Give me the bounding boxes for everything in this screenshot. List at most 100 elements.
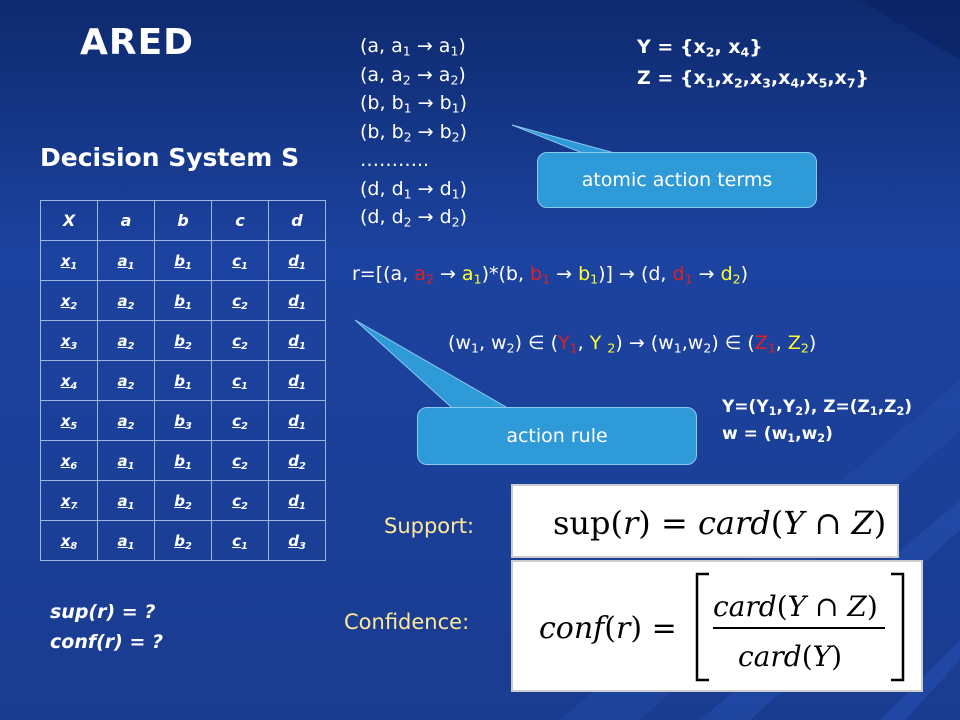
table-cell: a2 bbox=[97, 360, 155, 401]
subscript: 2 bbox=[184, 340, 192, 352]
subscript: 1 bbox=[298, 500, 306, 512]
symbol: d1 bbox=[439, 177, 460, 201]
subscript: 3 bbox=[184, 420, 192, 432]
symbol: x2 bbox=[693, 36, 715, 60]
subscript: 2 bbox=[425, 271, 434, 287]
subscript: 2 bbox=[403, 129, 412, 144]
symbol: d1 bbox=[288, 331, 306, 352]
support-formula-box: sup(r) = card(Y ∩ Z) bbox=[511, 484, 899, 558]
subscript: 2 bbox=[403, 214, 412, 230]
subscript: 5 bbox=[70, 420, 78, 432]
atomic-term: (a, a2 → a2) bbox=[360, 63, 466, 87]
table-cell: c2 bbox=[211, 480, 269, 521]
atomic-term: (d, d1 → d1) bbox=[360, 177, 468, 201]
symbol: x7 bbox=[60, 491, 78, 512]
subscript: 1 bbox=[298, 420, 306, 432]
subscript: 1 bbox=[298, 260, 306, 272]
subscript: 2 bbox=[795, 405, 804, 419]
symbol: d1 bbox=[288, 411, 306, 432]
subscript: 2 bbox=[607, 340, 616, 356]
symbol: a2 bbox=[117, 371, 135, 392]
table-cell: x3 bbox=[40, 320, 98, 361]
table-cell: a1 bbox=[97, 240, 155, 281]
table-cell: c2 bbox=[211, 280, 269, 321]
symbol: d1 bbox=[672, 263, 693, 287]
subscript: 1 bbox=[787, 432, 796, 446]
subscript: 1 bbox=[184, 380, 192, 392]
table-cell: d1 bbox=[268, 240, 326, 281]
table-cell: d1 bbox=[268, 280, 326, 321]
subscript: 2 bbox=[241, 420, 248, 432]
subscript: 1 bbox=[673, 340, 682, 356]
symbol: x6 bbox=[60, 451, 78, 472]
symbol: x2 bbox=[721, 67, 743, 91]
symbol: Z2 bbox=[884, 397, 905, 419]
subscript: 2 bbox=[184, 500, 192, 512]
symbol: Z2 bbox=[787, 332, 809, 356]
table-cell: x5 bbox=[40, 400, 98, 441]
table-cell: c2 bbox=[211, 400, 269, 441]
symbol: d2 bbox=[288, 451, 306, 472]
subscript: 2 bbox=[127, 300, 135, 312]
symbol: c1 bbox=[232, 251, 248, 272]
symbol: w2 bbox=[801, 424, 826, 446]
table-cell: a2 bbox=[97, 320, 155, 361]
symbol: c1 bbox=[232, 371, 248, 392]
table-cell: d1 bbox=[268, 320, 326, 361]
subscript: 3 bbox=[762, 75, 771, 91]
subscript: 4 bbox=[790, 75, 800, 91]
subscript: 1 bbox=[298, 380, 306, 392]
symbol: a2 bbox=[391, 63, 411, 87]
subscript: 2 bbox=[732, 271, 741, 287]
symbol: a1 bbox=[391, 35, 411, 59]
table-header-b: b bbox=[154, 200, 212, 241]
symbol: Y2 bbox=[782, 397, 804, 419]
atomic-term: (b, b1 → b1) bbox=[360, 92, 468, 116]
symbol: d1 bbox=[391, 177, 412, 201]
subscript: 1 bbox=[127, 500, 135, 512]
symbol: b1 bbox=[174, 251, 192, 272]
symbol: x7 bbox=[834, 67, 856, 91]
symbol: x4 bbox=[728, 36, 750, 60]
subscript: 2 bbox=[127, 340, 135, 352]
atomic-term: ……….. bbox=[360, 149, 430, 171]
symbol: b1 bbox=[174, 291, 192, 312]
atomic-terms-list: (a, a1 → a1)(a, a2 → a2)(b, b1 → b1)(b, … bbox=[360, 32, 467, 232]
subscript: 1 bbox=[402, 43, 411, 59]
support-formula: sup(r) = card(Y ∩ Z) bbox=[553, 504, 886, 542]
table-cell: d2 bbox=[268, 440, 326, 481]
subscript: 1 bbox=[869, 405, 878, 419]
svg-text:conf(r) =: conf(r) = bbox=[539, 611, 677, 646]
set-z: Z = {x1,x2,x3,x4,x5,x7} bbox=[637, 67, 870, 91]
subscript: 1 bbox=[127, 540, 135, 552]
subscript: 2 bbox=[127, 420, 135, 432]
symbol: c1 bbox=[232, 531, 248, 552]
subscript: 7 bbox=[70, 500, 78, 512]
symbol: b1 bbox=[530, 263, 551, 287]
table-cell: b2 bbox=[154, 480, 212, 521]
action-rule-callout: action rule bbox=[417, 407, 697, 465]
w-definition: w = (w1,w2) bbox=[722, 424, 833, 446]
symbol: b3 bbox=[174, 411, 192, 432]
svg-text:card(Y ∩ Z): card(Y ∩ Z) bbox=[713, 590, 878, 623]
subscript: 2 bbox=[241, 460, 248, 472]
subscript: 2 bbox=[184, 540, 192, 552]
subscript: 2 bbox=[70, 300, 78, 312]
symbol: a1 bbox=[461, 263, 482, 287]
subscript: 1 bbox=[184, 260, 192, 272]
symbol: a2 bbox=[117, 411, 135, 432]
symbol: d1 bbox=[288, 251, 306, 272]
table-cell: d3 bbox=[268, 520, 326, 561]
table-cell: b2 bbox=[154, 520, 212, 561]
subscript: 1 bbox=[127, 460, 135, 472]
subscript: 2 bbox=[817, 432, 826, 446]
symbol: a2 bbox=[438, 63, 459, 87]
sets-block: Y = {x2, x4} Z = {x1,x2,x3,x4,x5,x7} bbox=[637, 32, 869, 94]
subscript: 2 bbox=[733, 75, 743, 91]
symbol: c2 bbox=[232, 291, 248, 312]
table-cell: x1 bbox=[40, 240, 98, 281]
